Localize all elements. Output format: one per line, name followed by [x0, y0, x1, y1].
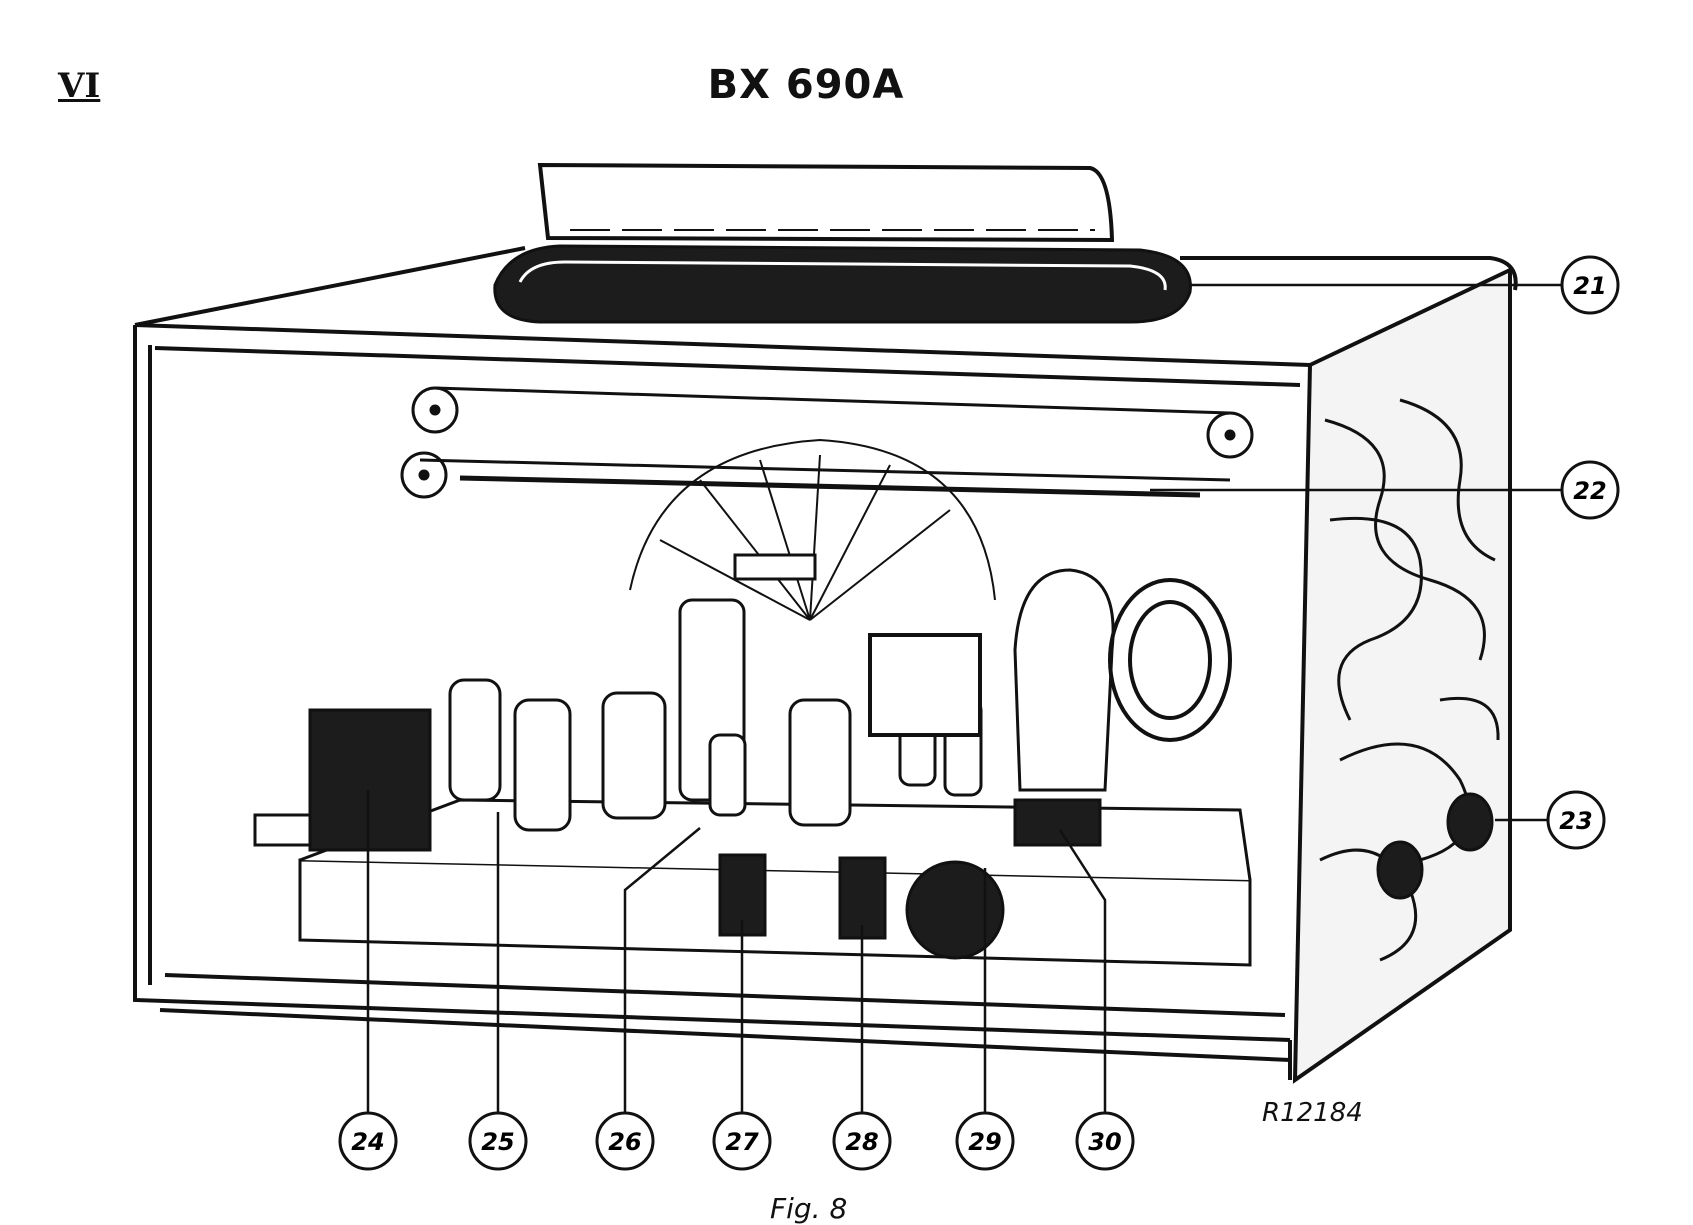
wood-grain-side-panel [1319, 398, 1500, 962]
control-knobs [1376, 792, 1494, 900]
figure-caption: Fig. 8 [770, 1192, 848, 1225]
callout-23: 23 [1546, 790, 1606, 850]
rectifier-block [253, 708, 432, 852]
dial-window [493, 244, 1192, 324]
tuning-capacitor [629, 438, 996, 621]
svg-text:23: 23 [1559, 807, 1592, 835]
tubes [448, 568, 1115, 832]
tuning-scale-panel [537, 162, 1115, 243]
svg-text:29: 29 [968, 1128, 1001, 1156]
callout-26: 26 [595, 1111, 655, 1171]
callout-24: 24 [338, 1111, 398, 1171]
callout-22: 22 [1560, 460, 1620, 520]
svg-text:30: 30 [1088, 1128, 1121, 1156]
svg-text:21: 21 [1573, 272, 1606, 300]
connector-sockets [718, 798, 1102, 960]
svg-text:28: 28 [845, 1128, 878, 1156]
svg-text:27: 27 [725, 1128, 759, 1156]
speaker [868, 578, 1232, 742]
callout-29: 29 [955, 1111, 1015, 1171]
svg-text:26: 26 [608, 1128, 641, 1156]
svg-text:22: 22 [1573, 477, 1606, 505]
svg-text:25: 25 [481, 1128, 514, 1156]
leader-lines [366, 283, 1563, 1113]
callout-30: 30 [1075, 1111, 1135, 1171]
drawing-reference: R12184 [1262, 1098, 1363, 1128]
page-number: VI [58, 66, 101, 106]
callout-25: 25 [468, 1111, 528, 1171]
callout-28: 28 [832, 1111, 892, 1171]
chassis [298, 798, 1252, 967]
callout-27: 27 [712, 1111, 772, 1171]
callout-21: 21 [1560, 255, 1620, 315]
dial-drive [400, 386, 1254, 499]
page-title: BX 690A [707, 62, 905, 108]
cabinet [133, 246, 1518, 1084]
svg-text:24: 24 [351, 1128, 384, 1156]
